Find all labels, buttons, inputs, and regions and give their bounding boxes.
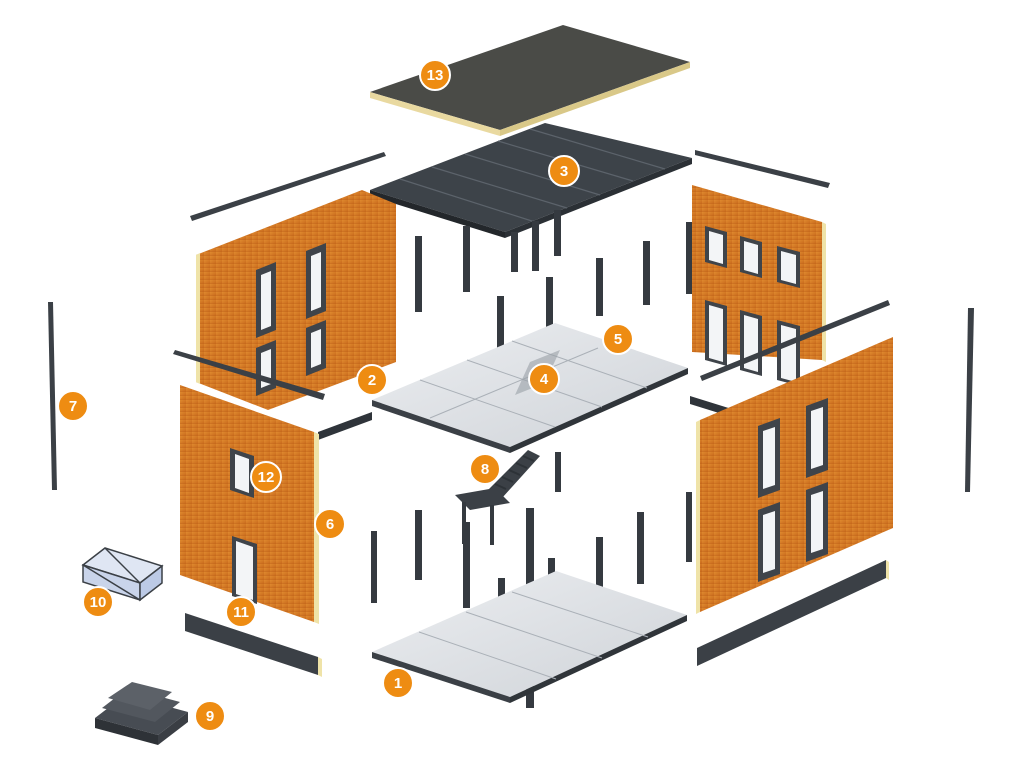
front-left-wall bbox=[180, 385, 322, 677]
callout-13: 13 bbox=[419, 59, 451, 91]
ground-floor bbox=[372, 571, 687, 703]
callout-badge bbox=[225, 596, 257, 628]
front-door bbox=[232, 536, 257, 604]
upper-roof-frame bbox=[370, 123, 692, 238]
back-right-wall bbox=[690, 185, 890, 418]
callout-1: 1 bbox=[382, 667, 414, 699]
callout-badge bbox=[356, 364, 388, 396]
callout-number: 8 bbox=[481, 461, 489, 478]
callout-badge bbox=[57, 390, 89, 422]
corner-columns bbox=[48, 302, 974, 492]
callout-badge bbox=[194, 700, 226, 732]
callout-3: 3 bbox=[548, 155, 580, 187]
callout-badge bbox=[314, 508, 346, 540]
callout-6: 6 bbox=[314, 508, 346, 540]
callout-number: 6 bbox=[326, 516, 334, 533]
callout-badge bbox=[548, 155, 580, 187]
top-rails bbox=[190, 150, 830, 221]
callout-8: 8 bbox=[469, 453, 501, 485]
back-left-wall bbox=[173, 190, 396, 410]
callout-10: 10 bbox=[82, 586, 114, 618]
callout-number: 1 bbox=[394, 675, 402, 692]
callout-badge bbox=[250, 461, 282, 493]
callout-number: 12 bbox=[258, 469, 275, 486]
callout-number: 13 bbox=[427, 67, 444, 84]
callout-number: 2 bbox=[368, 372, 376, 389]
callout-number: 11 bbox=[233, 604, 249, 621]
callout-5: 5 bbox=[602, 323, 634, 355]
roof-panel bbox=[370, 25, 690, 136]
front-right-wall bbox=[696, 337, 893, 666]
back-right-windows bbox=[705, 226, 800, 386]
front-right-windows bbox=[758, 398, 828, 582]
callout-9: 9 bbox=[194, 700, 226, 732]
callout-number: 10 bbox=[90, 594, 107, 611]
front-left-window bbox=[230, 448, 254, 498]
callout-12: 12 bbox=[250, 461, 282, 493]
callout-number: 7 bbox=[69, 398, 77, 415]
callout-number: 4 bbox=[540, 371, 549, 388]
callout-11: 11 bbox=[225, 596, 257, 628]
callout-badge bbox=[528, 363, 560, 395]
callout-badge bbox=[469, 453, 501, 485]
callout-2: 2 bbox=[356, 364, 388, 396]
glass-enclosure bbox=[81, 547, 164, 602]
callout-badge bbox=[602, 323, 634, 355]
callout-number: 5 bbox=[614, 331, 622, 348]
callout-badge bbox=[382, 667, 414, 699]
entrance-steps bbox=[95, 682, 188, 745]
callout-number: 3 bbox=[560, 163, 568, 180]
callout-number: 9 bbox=[206, 708, 214, 725]
callout-4: 4 bbox=[528, 363, 560, 395]
callout-badge bbox=[82, 586, 114, 618]
callout-badge bbox=[419, 59, 451, 91]
callout-7: 7 bbox=[57, 390, 89, 422]
